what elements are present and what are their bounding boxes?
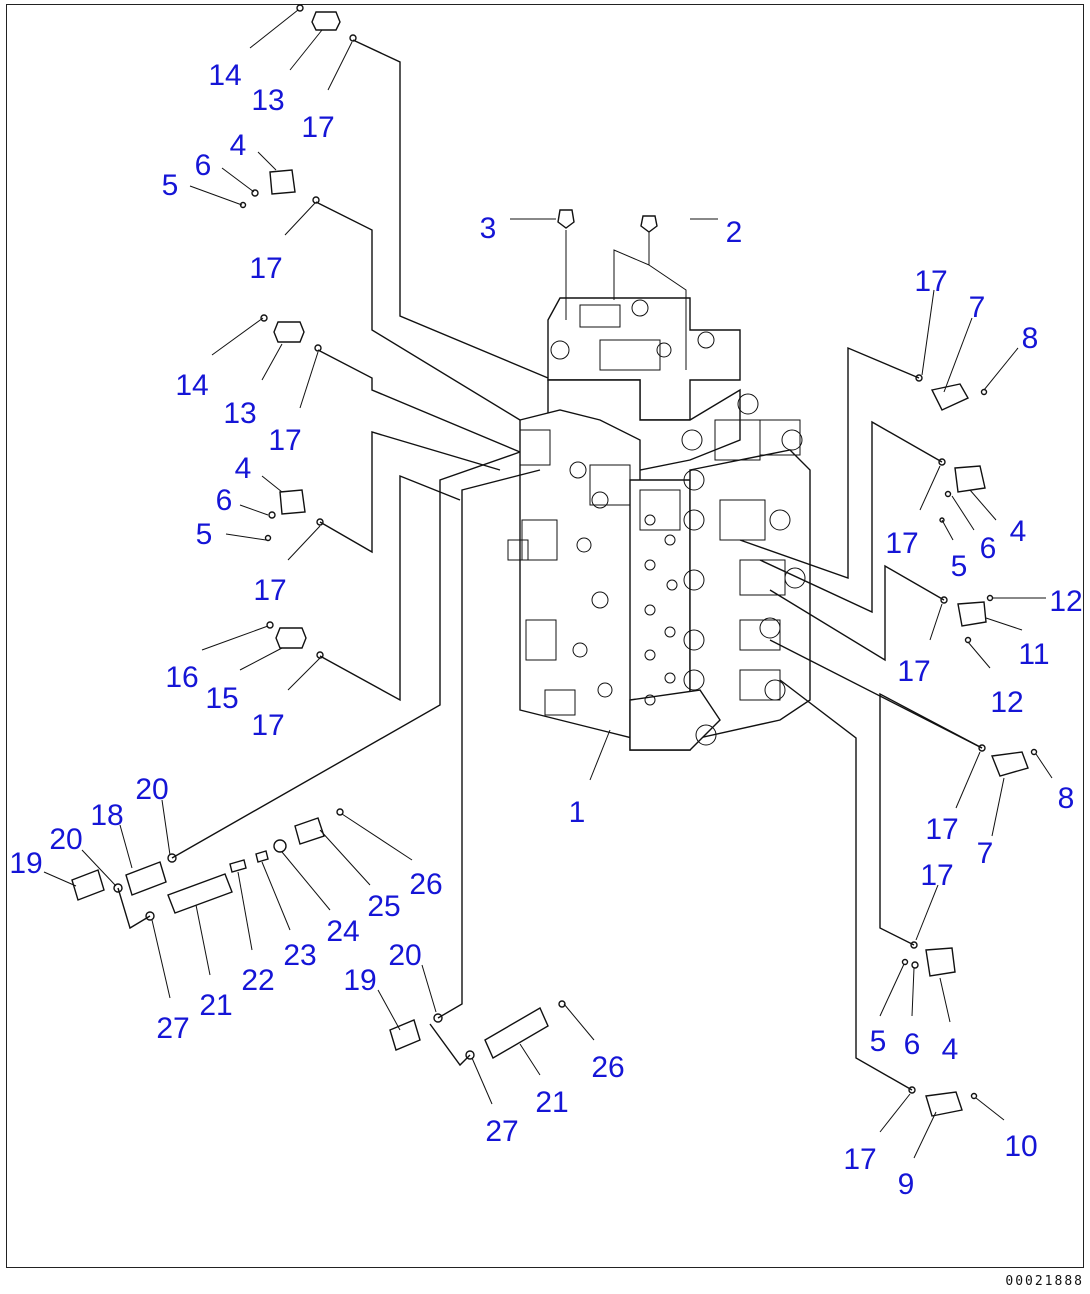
fittings-right — [901, 374, 1038, 1117]
part-callout-12: 12 — [990, 686, 1023, 719]
part-callout-20: 20 — [388, 939, 421, 972]
part-callout-13: 13 — [251, 84, 284, 117]
part-callout-22: 22 — [241, 964, 274, 997]
part-callout-5: 5 — [870, 1025, 887, 1058]
part-callout-5: 5 — [196, 518, 213, 551]
part-callout-21: 21 — [535, 1086, 568, 1119]
part-callout-14: 14 — [175, 369, 208, 402]
part-callout-12: 12 — [1049, 585, 1082, 618]
part-callout-7: 7 — [969, 291, 986, 324]
part-callout-21: 21 — [199, 989, 232, 1022]
part-callout-4: 4 — [1010, 515, 1027, 548]
part-callout-17: 17 — [251, 709, 284, 742]
part-callout-26: 26 — [409, 868, 442, 901]
part-callout-26: 26 — [591, 1051, 624, 1084]
plug-parts-2-3 — [557, 209, 687, 370]
part-callout-5: 5 — [951, 550, 968, 583]
part-callout-17: 17 — [253, 574, 286, 607]
part-callout-8: 8 — [1022, 322, 1039, 355]
part-callout-4: 4 — [230, 129, 247, 162]
part-callout-2: 2 — [726, 216, 743, 249]
relief-valve-assembly — [71, 808, 566, 1060]
drawing-frame — [6, 4, 1084, 1268]
part-callout-14: 14 — [208, 59, 241, 92]
part-callout-17: 17 — [897, 655, 930, 688]
part-callout-6: 6 — [195, 149, 212, 182]
fittings-left — [239, 4, 357, 659]
part-callout-20: 20 — [49, 823, 82, 856]
part-callout-4: 4 — [942, 1033, 959, 1066]
piping-lines — [117, 39, 983, 1091]
part-callout-5: 5 — [162, 169, 179, 202]
part-callout-17: 17 — [920, 859, 953, 892]
callout-leaders — [43, 9, 1053, 1159]
part-callout-23: 23 — [283, 939, 316, 972]
part-callout-9: 9 — [898, 1168, 915, 1201]
part-callout-17: 17 — [268, 424, 301, 457]
part-callout-19: 19 — [343, 964, 376, 997]
part-callout-17: 17 — [925, 813, 958, 846]
part-callout-27: 27 — [156, 1012, 189, 1045]
part-callout-3: 3 — [480, 212, 497, 245]
part-callout-8: 8 — [1058, 782, 1075, 815]
part-callout-4: 4 — [235, 452, 252, 485]
part-callout-6: 6 — [904, 1028, 921, 1061]
part-callout-11: 11 — [1018, 638, 1049, 671]
control-valve-body — [507, 297, 811, 751]
part-callout-6: 6 — [216, 484, 233, 517]
part-callout-17: 17 — [885, 527, 918, 560]
part-callout-18: 18 — [90, 799, 123, 832]
part-callout-13: 13 — [223, 397, 256, 430]
part-callout-17: 17 — [249, 252, 282, 285]
part-callout-24: 24 — [326, 915, 359, 948]
part-callout-15: 15 — [205, 682, 238, 715]
part-callout-10: 10 — [1004, 1130, 1037, 1163]
part-callout-19: 19 — [9, 847, 42, 880]
part-callout-16: 16 — [165, 661, 198, 694]
part-callout-25: 25 — [367, 890, 400, 923]
part-callout-6: 6 — [980, 532, 997, 565]
drawing-number: 00021888 — [1005, 1274, 1084, 1289]
part-callout-17: 17 — [301, 111, 334, 144]
part-callout-20: 20 — [135, 773, 168, 806]
part-callout-17: 17 — [914, 265, 947, 298]
part-callout-27: 27 — [485, 1115, 518, 1148]
part-callout-1: 1 — [569, 796, 586, 829]
part-callout-17: 17 — [843, 1143, 876, 1176]
part-callout-7: 7 — [977, 837, 994, 870]
